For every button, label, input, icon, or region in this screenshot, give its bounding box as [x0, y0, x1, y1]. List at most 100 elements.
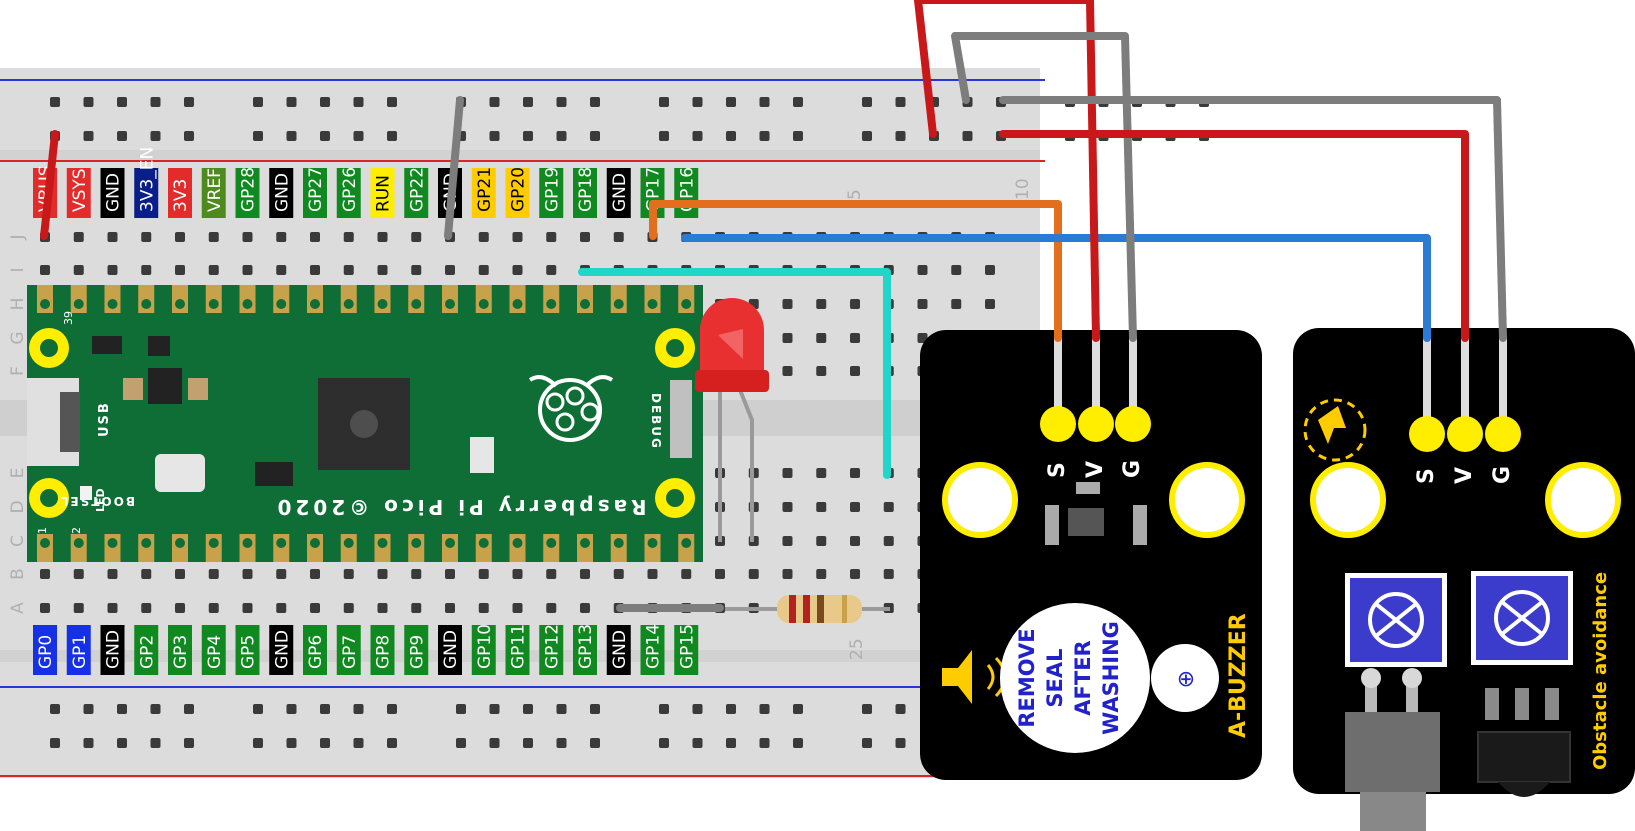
header-pin-label: G — [1490, 466, 1515, 484]
pin-label-box — [201, 625, 226, 675]
usb-silk-label: USB — [97, 401, 112, 437]
pin-label-text: GP10 — [475, 624, 495, 669]
pin-label-box — [235, 625, 260, 675]
rail-hole — [184, 131, 194, 141]
row-letter: A — [8, 602, 28, 614]
breadboard-hole — [816, 333, 827, 343]
pin-label-text: GND — [104, 630, 124, 669]
castellated-pad-hole — [647, 538, 658, 548]
breadboard-hole — [917, 299, 928, 309]
buzzer-transistor — [1068, 508, 1104, 536]
pin-label-text: GP13 — [576, 624, 596, 669]
breadboard-top-rail-strip — [0, 150, 1040, 162]
potentiometer-left[interactable] — [1345, 573, 1447, 667]
pin-label-box — [674, 625, 699, 675]
breadboard-hole — [850, 502, 860, 512]
pin-label-box — [404, 168, 429, 218]
wire-grey-buzzer-g — [951, 32, 1137, 342]
rail-hole — [286, 97, 297, 107]
rail-hole — [320, 704, 330, 714]
row-letter: I — [8, 267, 28, 272]
rail-hole — [320, 738, 330, 748]
castellated-pad-hole — [478, 538, 489, 548]
breadboard-hole — [985, 299, 995, 309]
castellated-pad-hole — [681, 538, 692, 548]
pin-label-box — [471, 625, 496, 675]
rail-hole — [590, 704, 600, 714]
breadboard-hole — [141, 569, 152, 579]
potentiometer-right[interactable] — [1471, 571, 1573, 665]
rail-hole — [793, 97, 803, 107]
rail-hole — [692, 131, 703, 141]
pin-label-box — [336, 625, 361, 675]
pin-label-text: RUN — [374, 175, 394, 212]
rail-hole — [387, 131, 397, 141]
castellated-pad-hole — [343, 538, 354, 548]
jumper-wires — [40, 0, 1507, 612]
breadboard-hole — [883, 536, 894, 546]
breadboard-hole — [782, 569, 793, 579]
breadboard-hole — [73, 603, 84, 613]
bootsel-silk-label: BOOTSEL — [59, 494, 135, 508]
wire-orange-gp17-buzzer-s — [649, 200, 1062, 342]
castellated-pad-hole — [276, 538, 287, 548]
rail-hole — [556, 131, 567, 141]
castellated-pad-hole — [580, 299, 590, 309]
breadboard-hole — [580, 603, 590, 613]
breadboard-hole — [343, 265, 354, 275]
rail-hole — [793, 738, 803, 748]
pin-label-text: GND — [610, 173, 630, 212]
rail-hole — [523, 704, 533, 714]
castellated-pad-hole — [175, 299, 185, 309]
rail-hole — [590, 738, 600, 748]
rail-hole — [692, 704, 703, 714]
buzzer-smd-1 — [1076, 482, 1100, 494]
rail-hole — [659, 738, 669, 748]
breadboard-hole — [107, 265, 118, 275]
breadboard-hole — [478, 232, 489, 242]
breadboard-hole — [850, 299, 860, 309]
pin-label-text: GP12 — [542, 624, 562, 669]
castellated-pad-hole — [445, 538, 455, 548]
pin-label-text: GP20 — [509, 167, 529, 212]
breadboard-hole — [310, 232, 320, 242]
rail-hole — [659, 97, 669, 107]
rail-hole — [320, 131, 330, 141]
row-letter: E — [8, 468, 28, 479]
header-pad — [1447, 416, 1483, 452]
pin-label-text: GP8 — [374, 635, 394, 669]
pin2-silk-label: 2 — [70, 527, 83, 534]
breadboard-hole — [748, 569, 759, 579]
pin-label-text: GP6 — [306, 635, 326, 669]
breadboard-hole — [816, 569, 827, 579]
bootsel-button[interactable] — [155, 454, 205, 492]
red-led — [695, 298, 769, 542]
pin-label-text: GP26 — [340, 167, 360, 212]
obstacle-sensor-icon — [1303, 398, 1367, 462]
rail-hole — [353, 97, 364, 107]
rail-hole — [726, 131, 736, 141]
breadboard-hole — [850, 366, 860, 376]
pin-label-text: GP27 — [306, 167, 326, 212]
breadboard-hole — [613, 569, 624, 579]
breadboard-hole — [580, 232, 590, 242]
breadboard-hole — [883, 569, 894, 579]
pico-castellated-pads — [37, 285, 695, 562]
rail-hole — [286, 131, 297, 141]
breadboard-hole — [850, 468, 860, 478]
pin-label-text: 3V3 — [171, 179, 191, 212]
buzzer-smd-2 — [1045, 505, 1059, 545]
header-pin — [1461, 336, 1469, 434]
rail-hole — [895, 738, 906, 748]
header-pad — [1485, 416, 1521, 452]
rail-hole — [523, 738, 533, 748]
breadboard-hole — [377, 569, 388, 579]
rail-hole — [320, 97, 330, 107]
breadboard-hole — [816, 366, 827, 376]
pin-label-box — [606, 625, 631, 675]
wire-red-buzzer-v — [914, 0, 1100, 342]
